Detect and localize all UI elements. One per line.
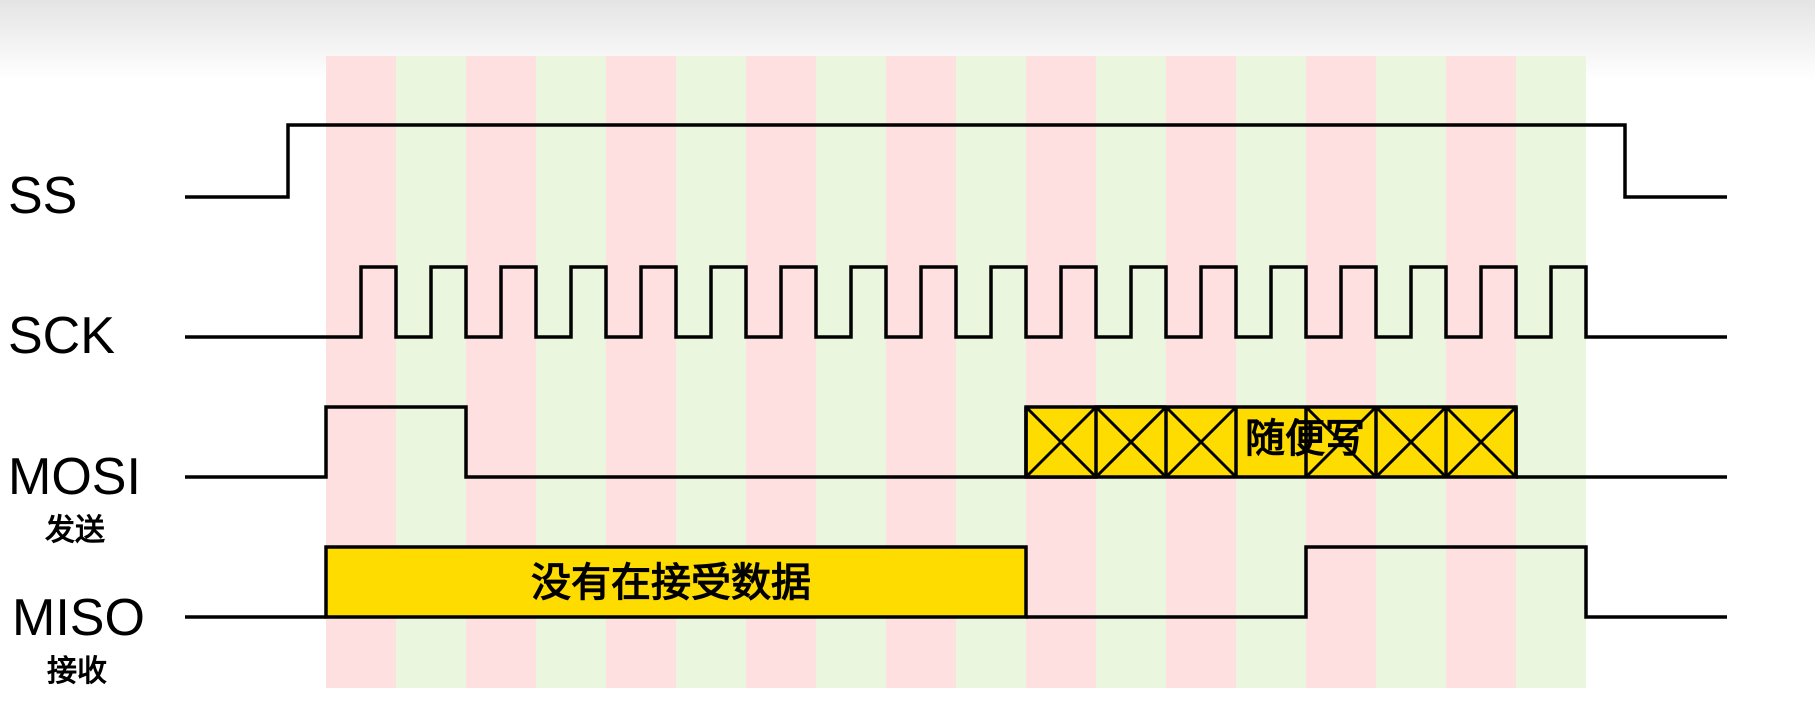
slot-stripe-16 [1376,56,1446,688]
mosi-cross-b-11 [1094,405,1168,479]
miso-idle-box [324,545,1028,619]
sck-waveform [185,265,1727,339]
mosi-cross-b-10 [1024,405,1098,479]
waveforms [185,123,1727,619]
label-sck: SCK [8,307,115,365]
slot-stripe-11 [1026,56,1096,688]
mosi-cross-b-15 [1374,405,1448,479]
miso-box-text: 没有在接受数据 [531,560,811,606]
signal-labels: SS SCK MOSI 发送 MISO 接收 [8,167,145,689]
slot-stripe-15 [1306,56,1376,688]
label-miso: MISO [12,589,145,647]
mosi-box-text: 随便写 [1245,416,1365,462]
slot-stripe-12 [1096,56,1166,688]
label-mosi-sub: 发送 [44,513,105,548]
slot-stripe-14 [1236,56,1306,688]
miso-waveform [1026,545,1727,619]
slot-stripe-17 [1446,56,1516,688]
mosi-cross-b-16 [1444,405,1518,479]
slot-stripe-13 [1166,56,1236,688]
slot-stripe-18 [1516,56,1586,688]
mosi-cross-b-12 [1164,405,1238,479]
ss-waveform [185,123,1727,199]
label-mosi: MOSI [8,448,141,506]
label-ss: SS [8,167,77,225]
box-texts: 随便写 没有在接受数据 [531,416,1365,606]
label-miso-sub: 接收 [47,654,107,689]
mosi-cross-b-14 [1304,405,1378,479]
